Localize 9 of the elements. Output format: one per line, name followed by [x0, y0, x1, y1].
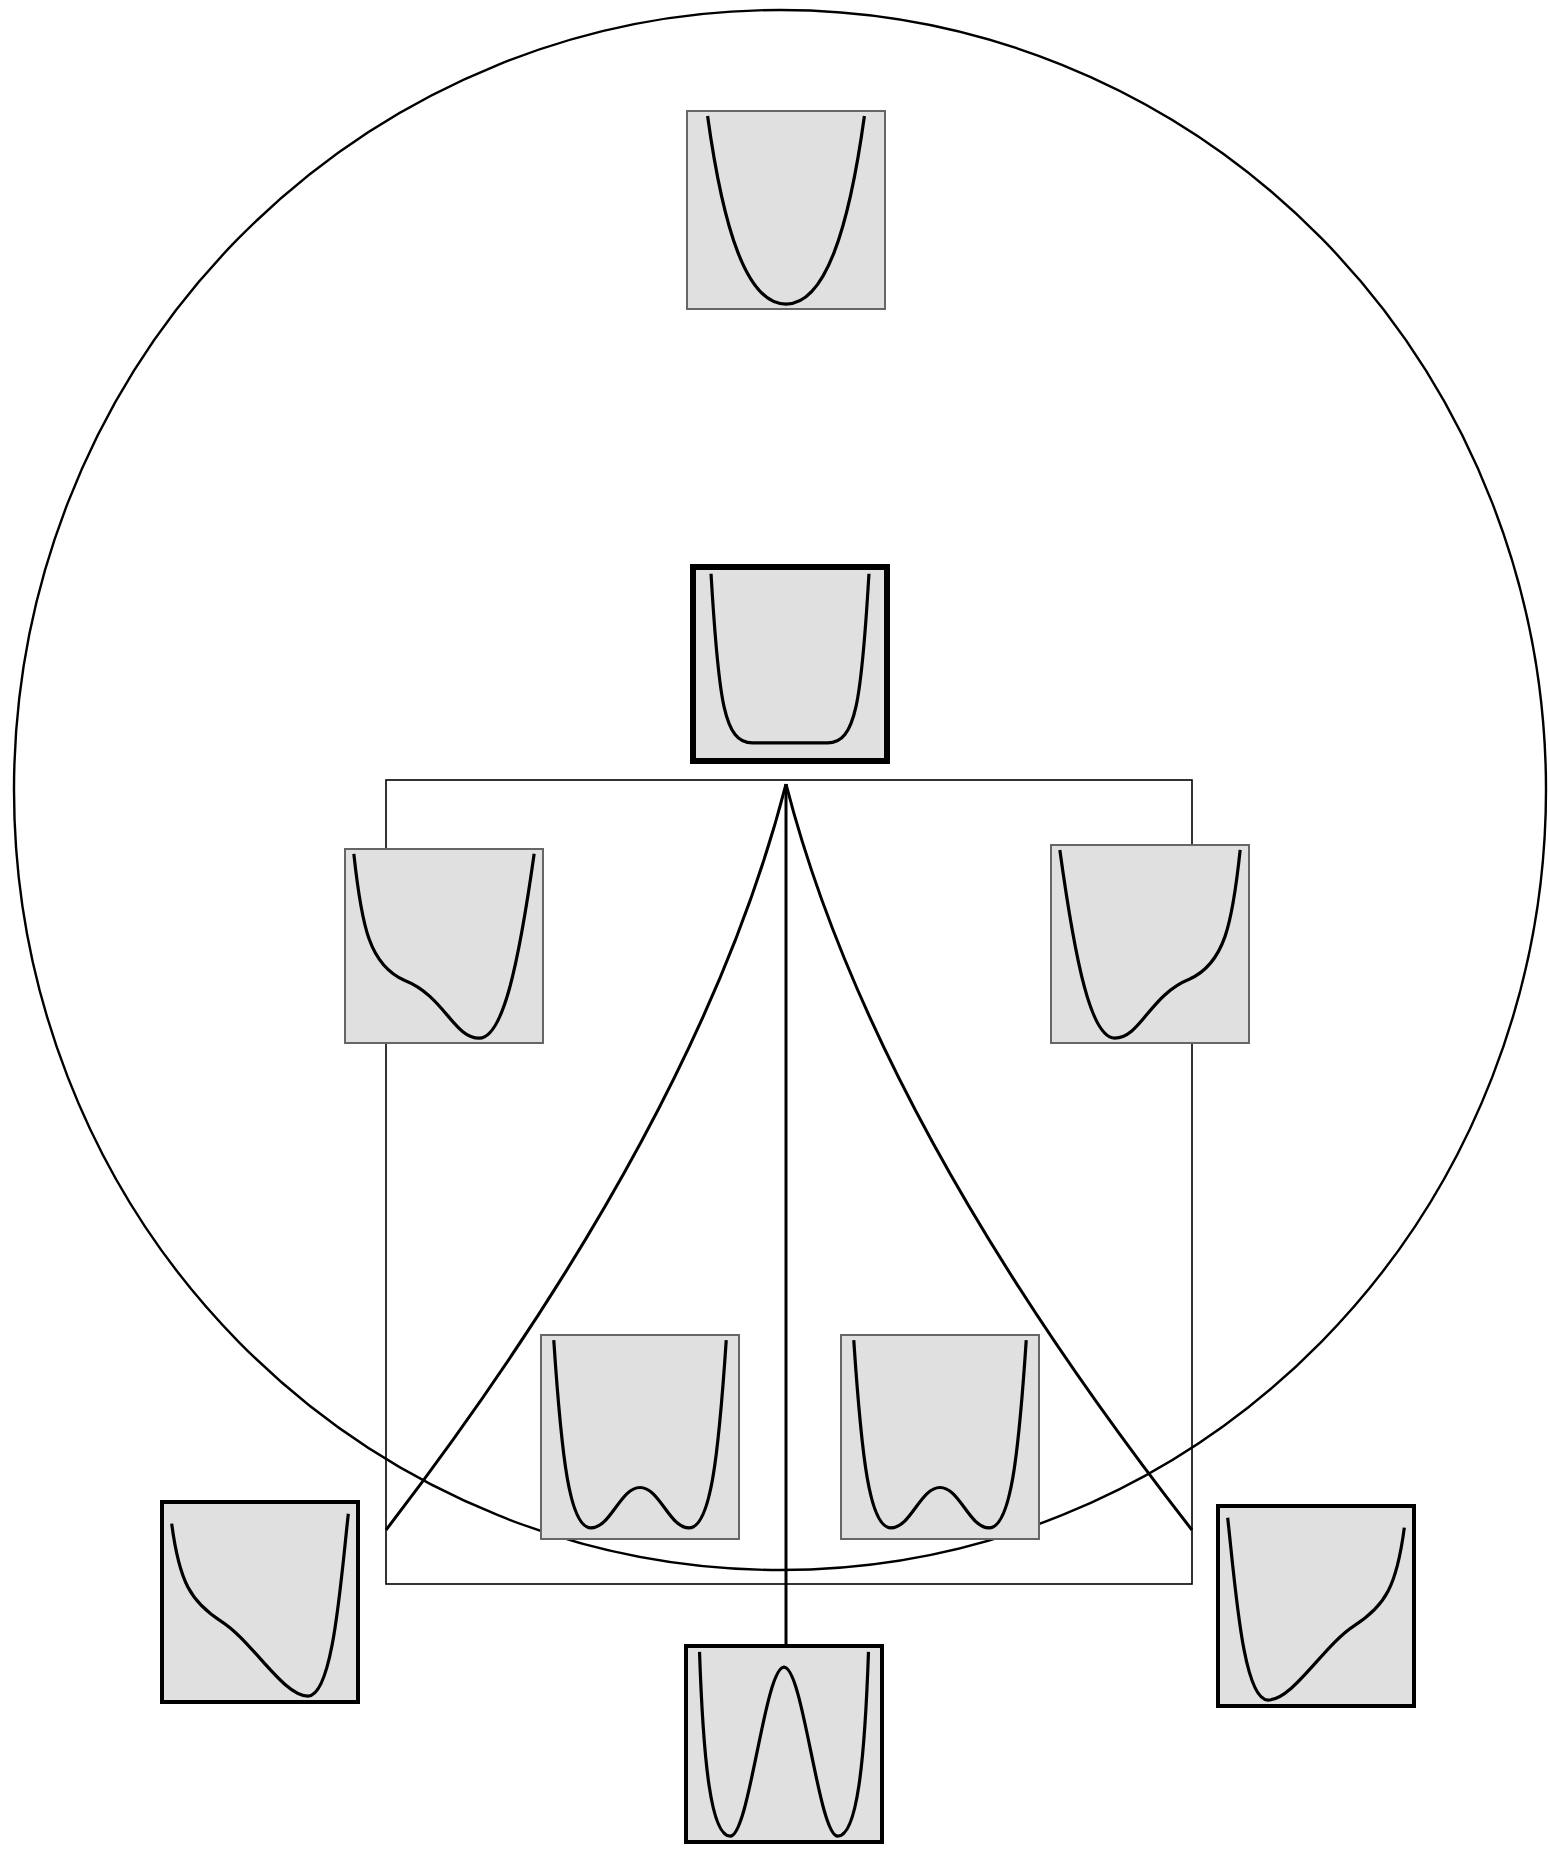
- potential-plot: [686, 110, 886, 310]
- potential-plot: [1216, 1504, 1416, 1708]
- potential-plot: [684, 1644, 884, 1844]
- potential-plot: [540, 1334, 740, 1540]
- potential-plot: [840, 1334, 1040, 1540]
- potential-plot: [1050, 844, 1250, 1044]
- potential-plot: [344, 848, 544, 1044]
- potential-plot: [160, 1500, 360, 1704]
- potential-plot: [690, 564, 890, 764]
